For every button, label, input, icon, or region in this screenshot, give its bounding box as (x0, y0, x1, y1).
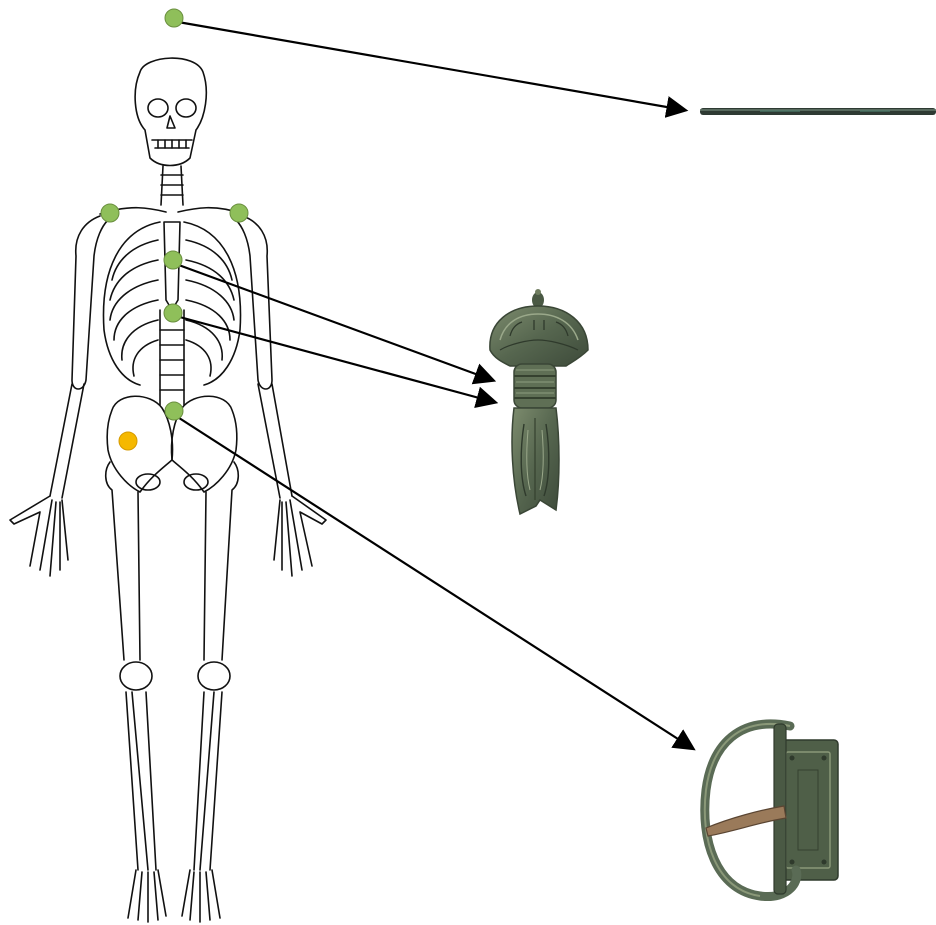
marker-left-shoulder (230, 204, 248, 222)
right-leg (106, 462, 166, 922)
marker-right-hip (119, 432, 137, 450)
right-arm (10, 216, 108, 576)
arrow-pelvis-to-buckle (176, 416, 692, 748)
marker-lower-sternum (164, 304, 182, 322)
bronze-brooch-icon (490, 289, 588, 514)
marker-pelvis-center (165, 402, 183, 420)
arrow-head-to-pin (178, 22, 684, 110)
marker-above-head (165, 9, 183, 27)
marker-right-shoulder (101, 204, 119, 222)
find-markers (101, 9, 248, 450)
skeleton-drawing (10, 58, 326, 922)
arrow-upper-sternum-to-brooch (176, 264, 492, 380)
skull (135, 58, 206, 165)
arrow-lower-sternum-to-brooch (176, 316, 494, 402)
bronze-buckle-icon (705, 724, 838, 897)
bronze-pin-icon (700, 108, 936, 115)
left-leg (182, 462, 238, 922)
arrows (176, 22, 692, 748)
marker-upper-sternum (164, 251, 182, 269)
left-arm (236, 216, 326, 576)
spine (160, 310, 184, 405)
